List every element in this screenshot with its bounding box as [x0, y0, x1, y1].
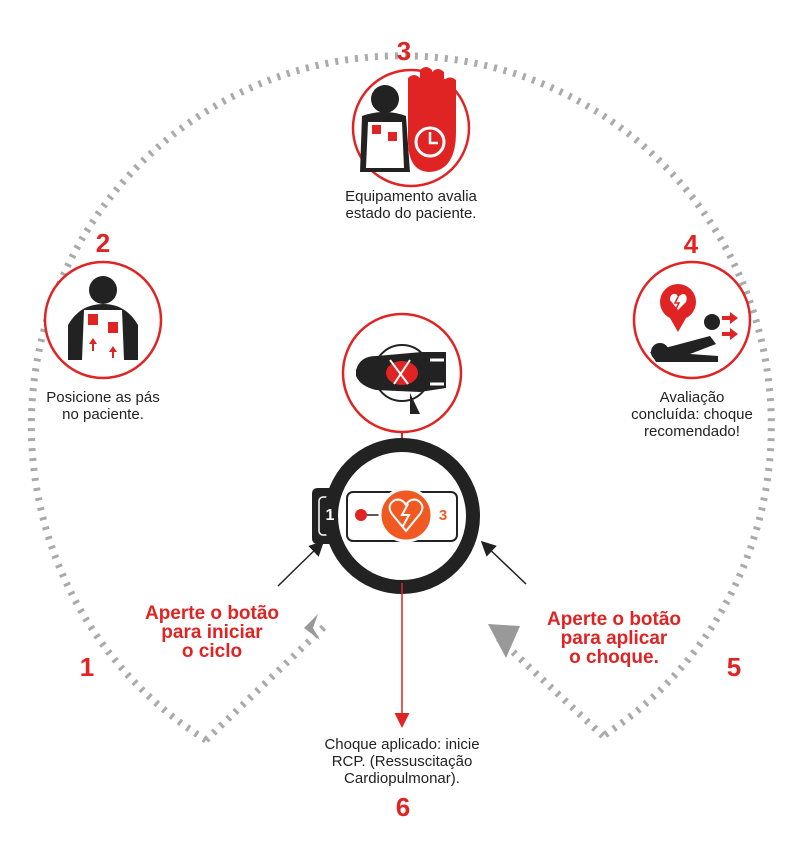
step-2-number: 2: [95, 228, 111, 258]
cpr-icon: [341, 312, 463, 434]
patient-pads-icon: [43, 260, 163, 380]
cycle-dotted-right-leg: [493, 633, 606, 739]
shock-advised-icon: [632, 260, 752, 380]
step-4-number: 4: [683, 229, 699, 259]
cycle-dotted-path: [27, 52, 775, 743]
step-1-number: 1: [79, 652, 95, 682]
step-5-number: 5: [726, 652, 742, 682]
triangle-arrow-icon: [488, 624, 520, 658]
device-button-left[interactable]: 1: [325, 507, 335, 524]
cycle-dotted-left-leg: [203, 623, 328, 743]
device-button-right[interactable]: 3: [438, 507, 448, 524]
step-6-number: 6: [395, 792, 411, 822]
aed-device: [312, 438, 480, 594]
chevron-left-icon: [304, 614, 320, 640]
step-3-number: 3: [396, 36, 412, 66]
analyzing-hand-icon: [351, 67, 471, 188]
